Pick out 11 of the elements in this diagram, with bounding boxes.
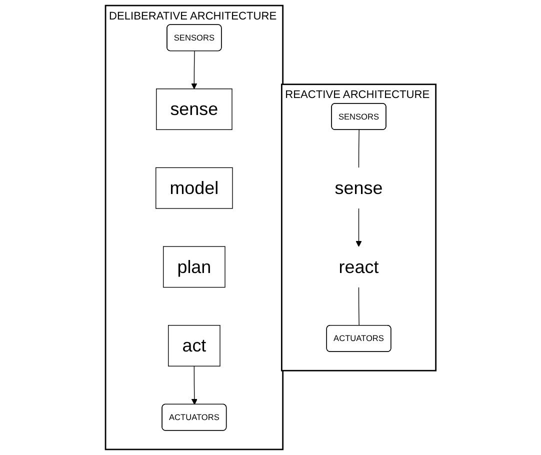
arrow	[190, 50, 198, 90]
node-box: plan	[162, 246, 226, 288]
arrow	[191, 366, 198, 405]
node-text: react	[338, 256, 379, 277]
node-box: sense	[156, 88, 232, 130]
node-box: model	[155, 167, 233, 209]
node-text: sense	[334, 177, 383, 198]
connector	[358, 286, 360, 326]
arrow	[356, 208, 362, 247]
node-box: act	[168, 324, 220, 366]
connector	[358, 130, 360, 168]
